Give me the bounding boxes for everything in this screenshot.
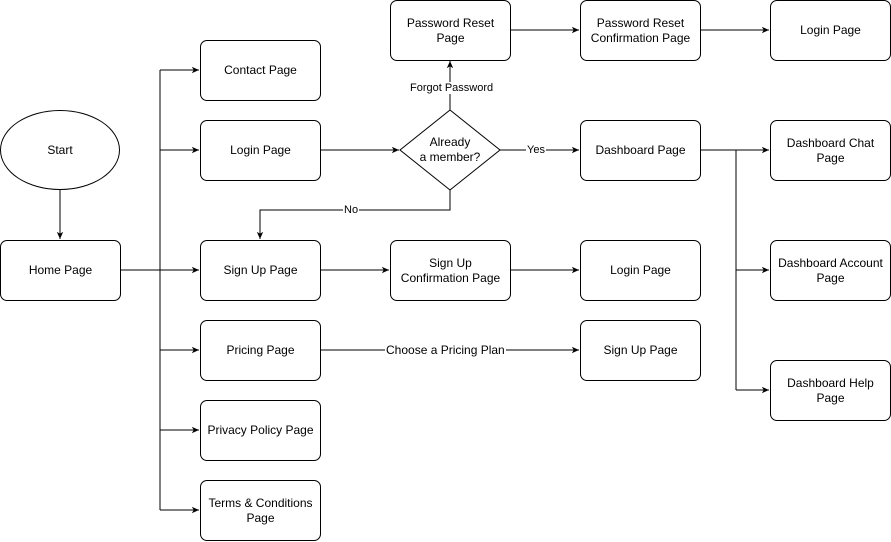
home-page-node: Home Page	[0, 240, 121, 301]
dashboard-account-node: Dashboard Account Page	[770, 240, 891, 301]
dashboard-page-node: Dashboard Page	[580, 120, 701, 181]
edge-label-forgot-password: Forgot Password	[409, 82, 495, 94]
signup-page-node: Sign Up Page	[200, 240, 321, 301]
signup-login-node: Login Page	[580, 240, 701, 301]
pricing-page-node: Pricing Page	[200, 320, 321, 381]
signup-confirmation-node: Sign Up Confirmation Page	[390, 240, 511, 301]
edge-label-yes: Yes	[526, 144, 546, 156]
dashboard-help-node: Dashboard Help Page	[770, 360, 891, 421]
password-reset-page-node: Password Reset Page	[390, 0, 511, 61]
privacy-policy-page-node: Privacy Policy Page	[200, 400, 321, 461]
edge-label-choose-pricing-plan: Choose a Pricing Plan	[385, 343, 506, 357]
decision-diamond	[399, 109, 501, 191]
start-node: Start	[0, 110, 120, 190]
login-page-node: Login Page	[200, 120, 321, 181]
decision-label: Already a member?	[419, 135, 481, 164]
edge-dashboard-trunk	[700, 149, 737, 390]
contact-page-node: Contact Page	[200, 40, 321, 101]
dashboard-chat-node: Dashboard Chat Page	[770, 120, 891, 181]
password-reset-confirmation-node: Password Reset Confirmation Page	[580, 0, 701, 61]
edge-label-no: No	[343, 204, 360, 216]
password-reset-login-node: Login Page	[770, 0, 891, 61]
pricing-signup-node: Sign Up Page	[580, 320, 701, 381]
terms-conditions-page-node: Terms & Conditions Page	[200, 480, 321, 541]
